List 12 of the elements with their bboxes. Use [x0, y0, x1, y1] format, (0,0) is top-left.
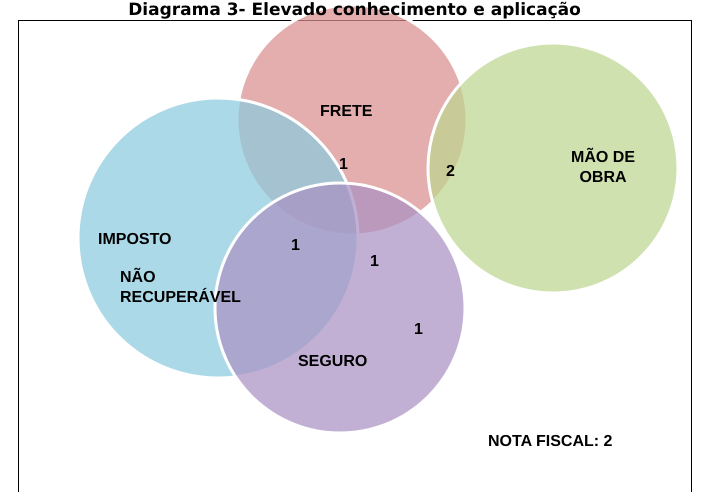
circle-label: NÃO RECUPERÁVEL	[120, 268, 242, 308]
count-label: 1	[370, 252, 379, 272]
diagram-title: Diagrama 3- Elevado conhecimento e aplicação	[127, 0, 582, 20]
count-label: 1	[339, 155, 348, 175]
count-label: 1	[414, 320, 423, 340]
circle-label: FRETE	[320, 102, 372, 122]
count-label: 2	[446, 162, 455, 182]
circle-label: SEGURO	[298, 352, 368, 372]
circle-label: MÃO DE OBRA	[570, 148, 636, 188]
circle-label: IMPOSTO	[98, 230, 172, 250]
note-text: NOTA FISCAL: 2	[488, 432, 612, 452]
count-label: 1	[291, 236, 300, 256]
